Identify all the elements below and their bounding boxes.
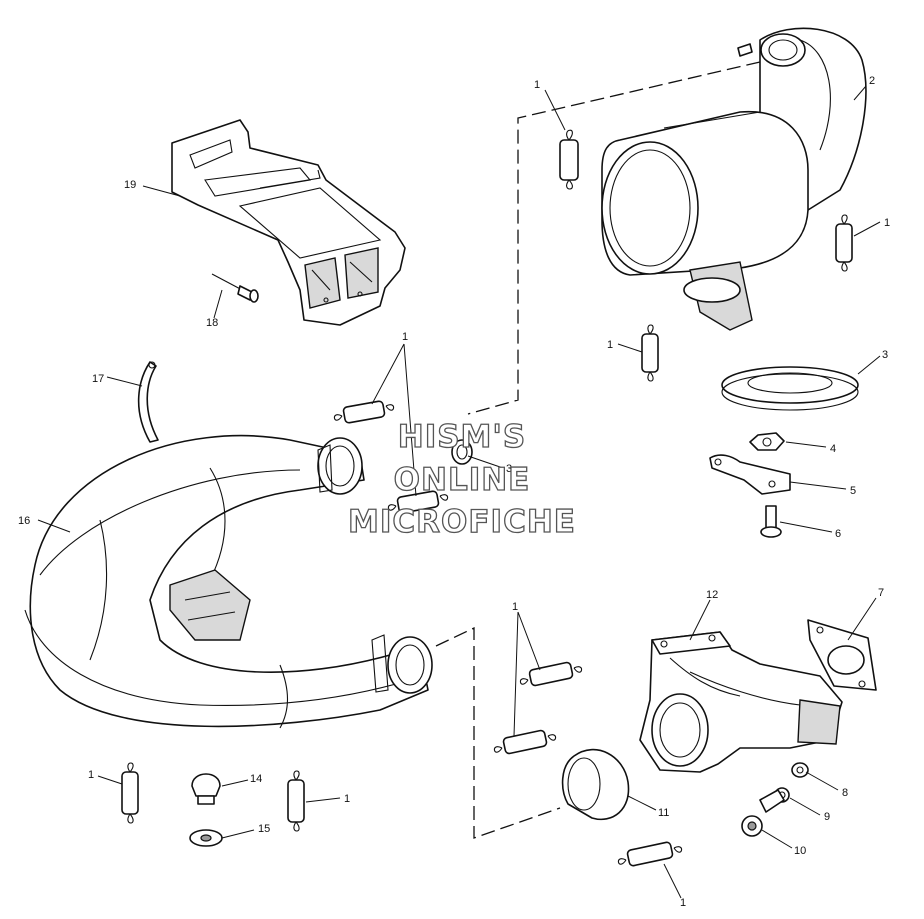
washer xyxy=(189,829,223,847)
rivet xyxy=(211,273,259,303)
spring-pipe-lower xyxy=(493,729,557,755)
callout-spring-bottom: 1 xyxy=(680,897,686,909)
callout-manifold-flange: 7 xyxy=(878,587,884,599)
callout-muffler: 2 xyxy=(869,75,875,87)
spring-center-upper xyxy=(333,400,395,424)
exhaust-manifold xyxy=(639,631,843,773)
watermark-line-2: ONLINE xyxy=(394,462,531,498)
callout-strap: 17 xyxy=(92,373,104,385)
seal-center xyxy=(451,439,473,465)
bolt xyxy=(760,505,782,538)
manifold-bolt xyxy=(741,789,785,837)
manifold-washer xyxy=(791,762,809,778)
assembly-line-pipe xyxy=(435,626,561,839)
callout-seal-center: 3 xyxy=(506,463,512,475)
rear-bracket xyxy=(171,119,406,326)
callout-bolt: 6 xyxy=(835,528,841,540)
callout-manifold-washer: 8 xyxy=(842,787,848,799)
spring-pipe-upper xyxy=(519,661,583,687)
grommet xyxy=(191,773,221,805)
muffler xyxy=(601,27,867,331)
spring-muffler-right xyxy=(835,214,853,272)
spring-center-lower xyxy=(387,490,449,514)
nut xyxy=(749,432,785,451)
strap xyxy=(137,361,159,443)
callout-lock-washer: 9 xyxy=(824,811,830,823)
manifold-flange xyxy=(807,619,877,691)
callout-bracket: 5 xyxy=(850,485,856,497)
callout-manifold-bolt: 10 xyxy=(794,845,806,857)
callout-spring-left-second: 1 xyxy=(344,793,350,805)
spring-muffler-top xyxy=(559,129,579,190)
leader-lines xyxy=(37,85,881,899)
callout-nut: 4 xyxy=(830,443,836,455)
callout-rivet: 18 xyxy=(206,317,218,329)
assembly-line-muffler xyxy=(467,61,761,415)
callout-rear-bracket: 19 xyxy=(124,179,136,191)
callout-spring-left: 1 xyxy=(88,769,94,781)
spring-left xyxy=(121,762,139,824)
callout-washer: 15 xyxy=(258,823,270,835)
callout-gasket-muffler: 3 xyxy=(882,349,888,361)
callout-pipe-seal: 11 xyxy=(658,807,669,819)
tab-bracket xyxy=(709,454,791,495)
spring-bottom xyxy=(617,841,683,867)
callout-spring-muffler-right: 1 xyxy=(884,217,890,229)
muffler-gasket xyxy=(721,366,859,411)
spring-left-second xyxy=(287,770,305,832)
pipe-seal xyxy=(561,748,630,821)
watermark-line-3: MICROFICHE xyxy=(348,504,576,540)
callout-exhaust-pipe: 16 xyxy=(18,515,30,527)
callout-manifold: 12 xyxy=(706,589,718,601)
callout-spring-center-top: 1 xyxy=(402,331,408,343)
callout-spring-muffler-left: 1 xyxy=(607,339,613,351)
exhaust-pipe xyxy=(24,434,433,729)
callout-spring-pipe-upper: 1 xyxy=(512,601,518,613)
callout-grommet: 14 xyxy=(250,773,262,785)
watermark-line-1: HISM'S xyxy=(398,419,526,455)
callout-spring-muffler-top: 1 xyxy=(534,79,540,91)
spring-muffler-left xyxy=(641,324,659,382)
